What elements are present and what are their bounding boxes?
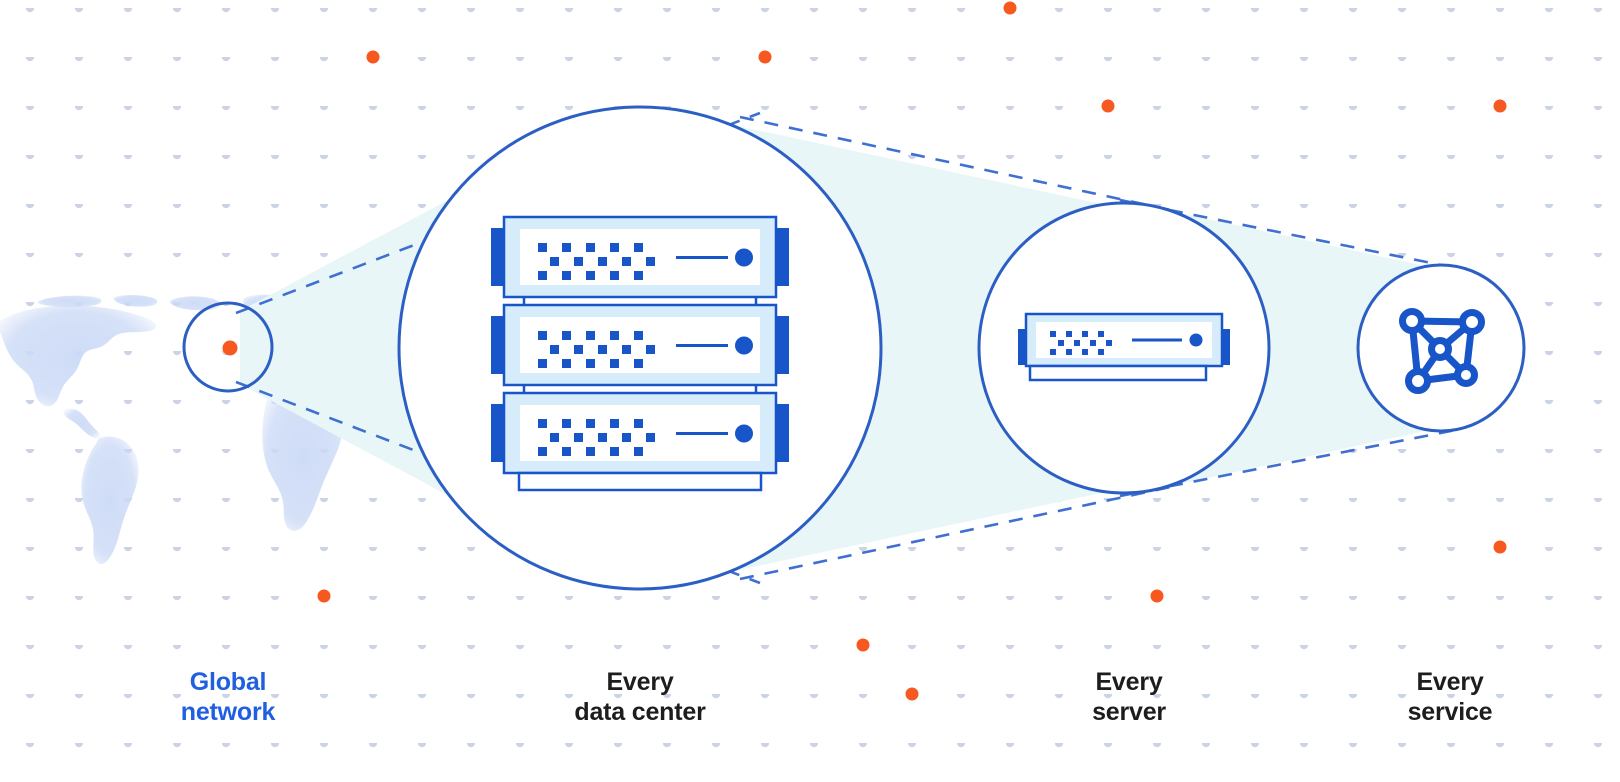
- single-server-base-tray: [1028, 364, 1208, 382]
- single-server-faceplate: [1036, 322, 1212, 358]
- accent-dot: [1493, 540, 1507, 554]
- accent-dot: [856, 638, 870, 652]
- map-location-marker: [222, 340, 238, 356]
- stage-every-server: [977, 201, 1271, 495]
- service-node-bottom-right: [1454, 363, 1478, 387]
- service-node-top-left: [1399, 308, 1425, 334]
- stage-every-data-center: [397, 105, 883, 591]
- rack-base-tray: [517, 471, 763, 492]
- accent-dot: [317, 589, 331, 603]
- service-node-bottom-left: [1405, 368, 1431, 394]
- service-node-center: [1428, 337, 1452, 361]
- service-mesh-nodes: [1399, 308, 1485, 394]
- label-every-data-center: Every data center: [574, 668, 706, 726]
- service-node-top-right: [1459, 309, 1485, 335]
- label-every-service: Every service: [1407, 668, 1493, 726]
- server-unit-3-status-dot: [735, 424, 753, 443]
- single-server-status-dot: [1189, 333, 1203, 347]
- label-global-network: Global network: [180, 668, 276, 726]
- accent-dot: [1101, 99, 1115, 113]
- label-every-server: Every server: [1092, 668, 1166, 726]
- accent-dot: [1493, 99, 1507, 113]
- accent-dot: [905, 687, 919, 701]
- accent-dot: [1003, 1, 1017, 15]
- server-unit-1: [491, 215, 789, 299]
- server-unit-3: [491, 391, 789, 475]
- single-server-unit: [1018, 312, 1230, 382]
- server-unit-2-led-grid: [538, 331, 655, 368]
- server-unit-2-status-dot: [735, 336, 753, 355]
- dashed-line-server-service-bottom: [1119, 428, 1457, 498]
- server-unit-1-status-dot: [735, 248, 753, 267]
- accent-dot: [1150, 589, 1164, 603]
- stage-every-service: [1356, 263, 1526, 433]
- server-unit-1-led-grid: [538, 243, 655, 280]
- map-highlight-circle: [182, 301, 274, 393]
- server-unit-2: [491, 303, 789, 387]
- stage-global-network: [182, 301, 274, 393]
- dashed-line-datacenter-server-top: [739, 115, 1181, 214]
- accent-dot: [366, 50, 380, 64]
- accent-dot: [758, 50, 772, 64]
- single-server-led-grid: [1050, 331, 1112, 355]
- server-unit-3-led-grid: [538, 419, 655, 456]
